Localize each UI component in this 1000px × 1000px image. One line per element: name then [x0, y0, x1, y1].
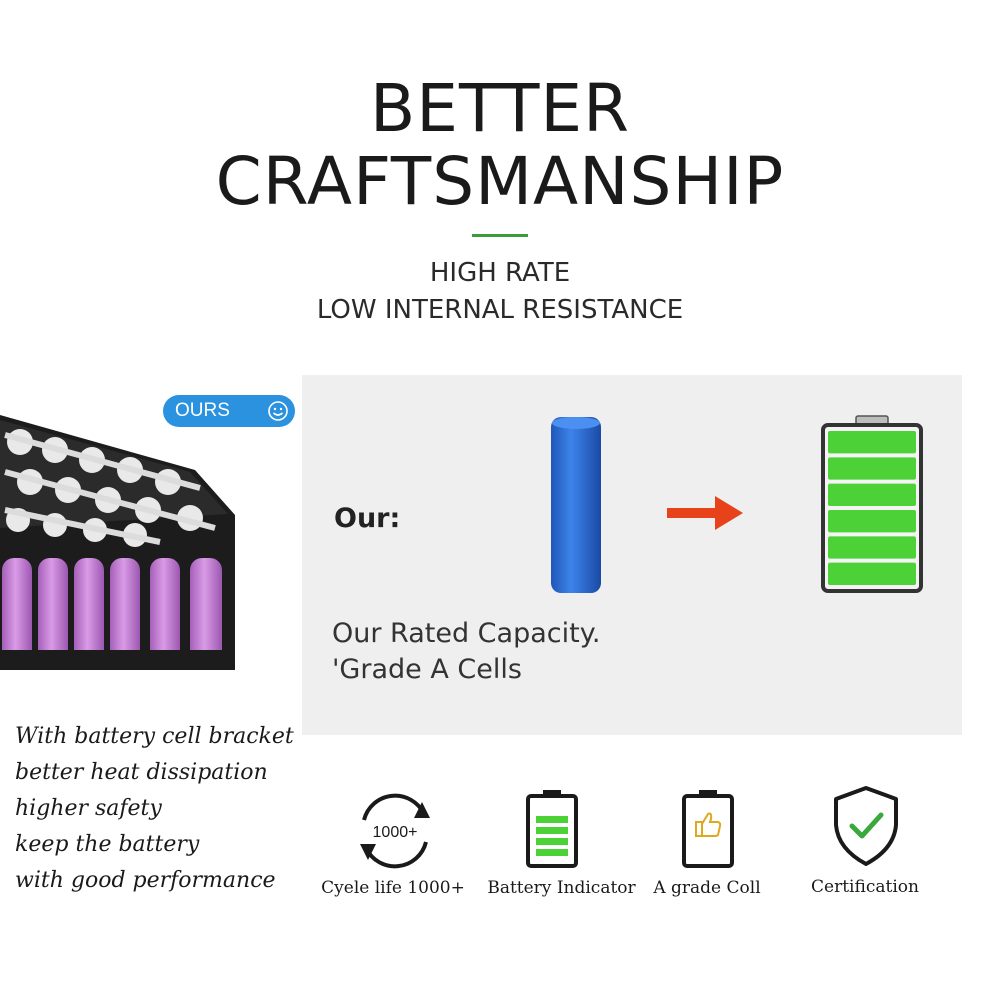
feature-text: better heat dissipation: [15, 760, 268, 785]
ours-badge: OURS: [163, 395, 295, 427]
arrow-right-icon: [667, 496, 743, 530]
thumbs-up-battery-icon: [682, 790, 734, 868]
battery-indicator-label: Battery Indicator: [487, 878, 636, 898]
battery-level-bar: [828, 562, 916, 585]
ours-badge-label: OURS: [175, 400, 230, 421]
certification-label: Certification: [811, 877, 919, 897]
subtitle-line-1: HIGH RATE: [429, 258, 571, 288]
title-divider: [472, 234, 528, 237]
feature-text: with good performance: [15, 868, 276, 893]
battery-level-bar: [828, 510, 916, 533]
smiley-icon: [268, 401, 288, 421]
feature-text: higher safety: [15, 796, 162, 821]
battery-level-bar: [828, 457, 916, 480]
subtitle-line-2: LOW INTERNAL RESISTANCE: [316, 295, 684, 325]
a-grade-cell-label: A grade Coll: [653, 878, 761, 898]
shield-check-icon: [834, 786, 898, 866]
full-battery-icon: [821, 415, 923, 593]
battery-level-bar: [828, 536, 916, 559]
cycle-icon: 1000+: [360, 793, 430, 869]
battery-level-bar: [828, 431, 916, 454]
page-title-line-2: CRAFTSMANSHIP: [215, 143, 785, 220]
cycle-icon-badge: 1000+: [373, 824, 418, 841]
blue-cell-image: [551, 417, 601, 593]
page-title-line-1: BETTER: [369, 70, 630, 147]
capacity-caption-line-1: Our Rated Capacity.: [332, 618, 601, 649]
capacity-caption-line-2: 'Grade A Cells: [332, 654, 522, 685]
our-label: Our:: [334, 503, 401, 534]
battery-level-bar: [828, 483, 916, 506]
feature-text: With battery cell bracket: [15, 724, 294, 749]
battery-pack-image: [0, 415, 235, 670]
battery-indicator-icon: [526, 790, 578, 868]
feature-text: keep the battery: [15, 832, 200, 857]
cycle-life-label: Cyele life 1000+: [321, 878, 465, 898]
